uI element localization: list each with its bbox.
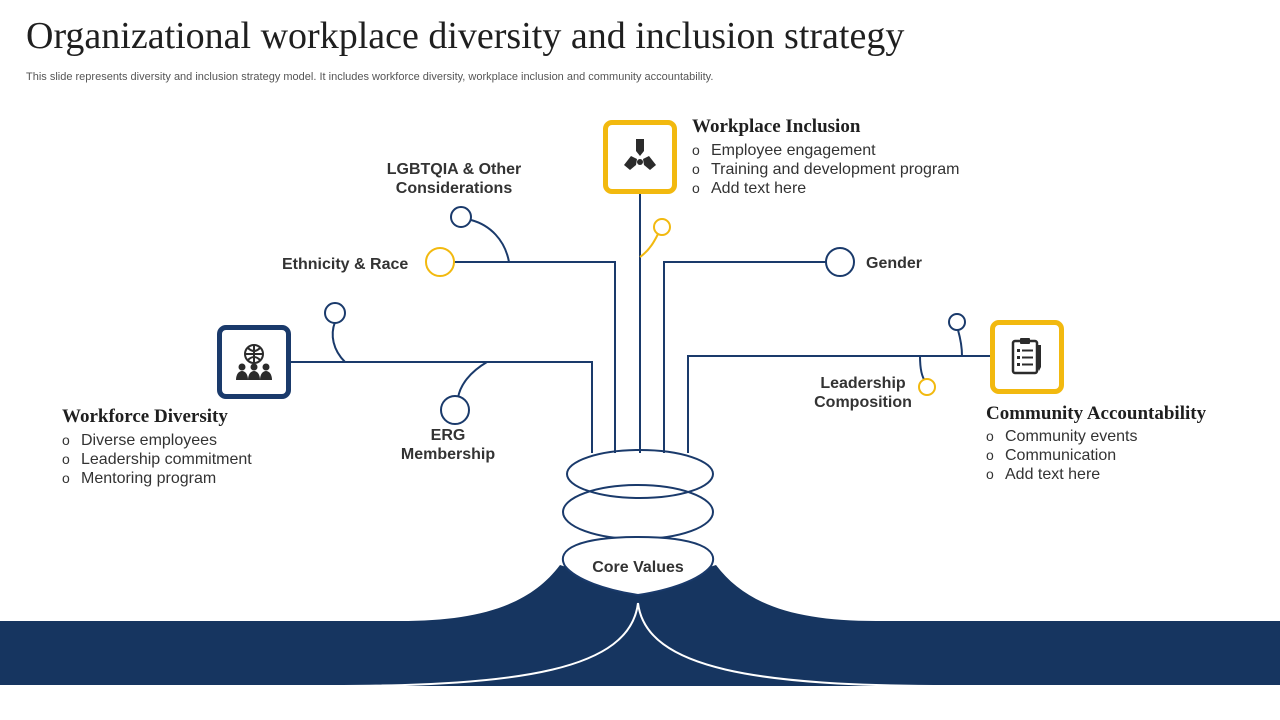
workplace-inclusion-title: Workplace Inclusion [692,116,861,137]
node-community-top [948,313,966,331]
community-accountability-list: Community events Communication Add text … [986,427,1138,484]
footer-text: This slide is 100% editable. Adapt it to… [404,694,876,708]
branch-workforce [290,361,593,453]
community-accountability-icon-box [990,320,1064,394]
page-number: 3 [1254,694,1261,708]
branch-gender [663,261,826,453]
list-item: Training and development program [692,160,959,179]
workplace-inclusion-list: Employee engagement Training and develop… [692,141,959,198]
list-item: Community events [986,427,1138,446]
branch-community [687,355,990,453]
global-people-icon [236,344,272,380]
workforce-diversity-icon-box [217,325,291,399]
list-item: Mentoring program [62,469,252,488]
node-inclusion-twig [653,218,671,236]
label-lgbtqia-line1: LGBTQIA & Other [386,161,522,178]
core-values-label: Core Values [592,559,684,576]
label-leadership: Leadership Composition [803,374,923,412]
label-ethnicity: Ethnicity & Race [282,256,409,273]
teamwork-hands-icon [624,139,656,170]
twig-lgbtqia [470,219,510,263]
node-leadership [918,378,936,396]
list-item: Add text here [692,179,959,198]
workplace-inclusion-icon-box [603,120,677,194]
workforce-diversity-title: Workforce Diversity [62,406,228,427]
trunk-ellipses [562,449,714,597]
tree-base [0,565,1280,686]
label-erg: ERG Membership [388,426,508,464]
twig-erg [457,361,488,399]
node-ethnicity [425,247,455,277]
slide-title: Organizational workplace diversity and i… [26,15,905,57]
slide-subtitle: This slide represents diversity and incl… [26,71,714,83]
label-leadership-line2: Composition [814,394,912,411]
branch-ethnicity [454,261,616,453]
label-erg-line2: Membership [400,446,496,463]
twig-inclusion [639,233,659,258]
clipboard-checklist-icon [1011,338,1041,375]
node-lgbtqia [450,206,472,228]
label-lgbtqia-line2: Considerations [395,180,513,197]
label-erg-line1: ERG [430,427,466,444]
node-gender [825,247,855,277]
twig-community-top [957,329,963,357]
node-workforce-top [324,302,346,324]
community-accountability-title: Community Accountability [986,403,1207,424]
list-item: Communication [986,446,1138,465]
list-item: Employee engagement [692,141,959,160]
label-gender: Gender [866,255,923,272]
twig-workforce-top [331,321,346,363]
node-erg [440,395,470,425]
label-lgbtqia: LGBTQIA & Other Considerations [374,160,534,198]
workforce-diversity-list: Diverse employees Leadership commitment … [62,431,252,488]
list-item: Diverse employees [62,431,252,450]
label-leadership-line1: Leadership [820,375,906,392]
root-left-line [0,602,639,687]
list-item: Add text here [986,465,1138,484]
root-right-line [637,602,1280,687]
list-item: Leadership commitment [62,450,252,469]
